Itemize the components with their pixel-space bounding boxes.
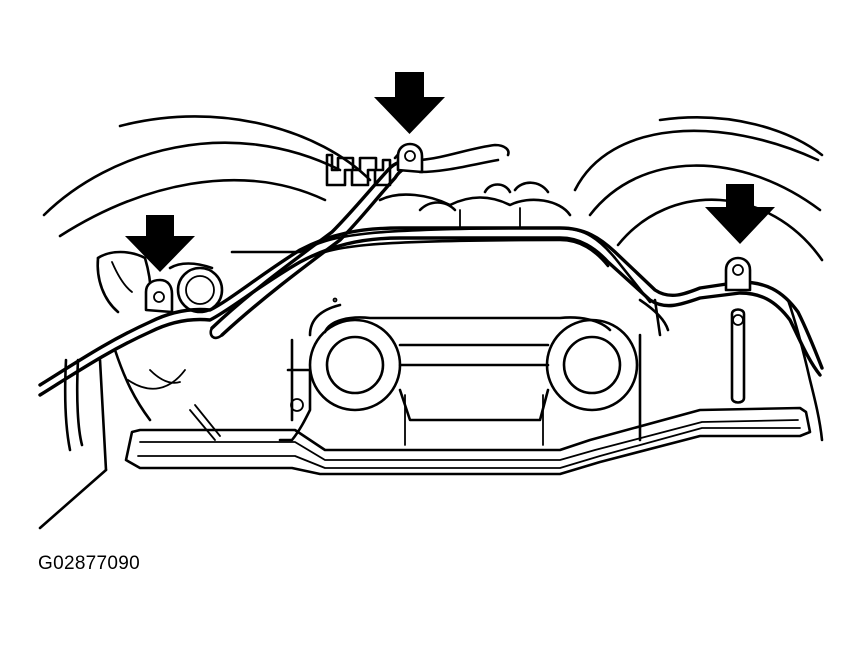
left-housing — [38, 250, 224, 530]
left-clamp — [144, 278, 174, 314]
figure-code-label: G02877090 — [38, 553, 141, 574]
valve-cover — [124, 226, 812, 476]
right-clamp — [724, 256, 752, 404]
left-arrow-icon — [125, 215, 195, 272]
top-components — [325, 143, 572, 229]
intake-runners — [42, 115, 824, 262]
harness-clamps — [144, 142, 752, 404]
right-arrow-icon — [705, 184, 775, 244]
center-arrow-icon — [374, 72, 445, 134]
indicator-arrows — [125, 72, 775, 272]
center-clamp — [396, 142, 424, 174]
